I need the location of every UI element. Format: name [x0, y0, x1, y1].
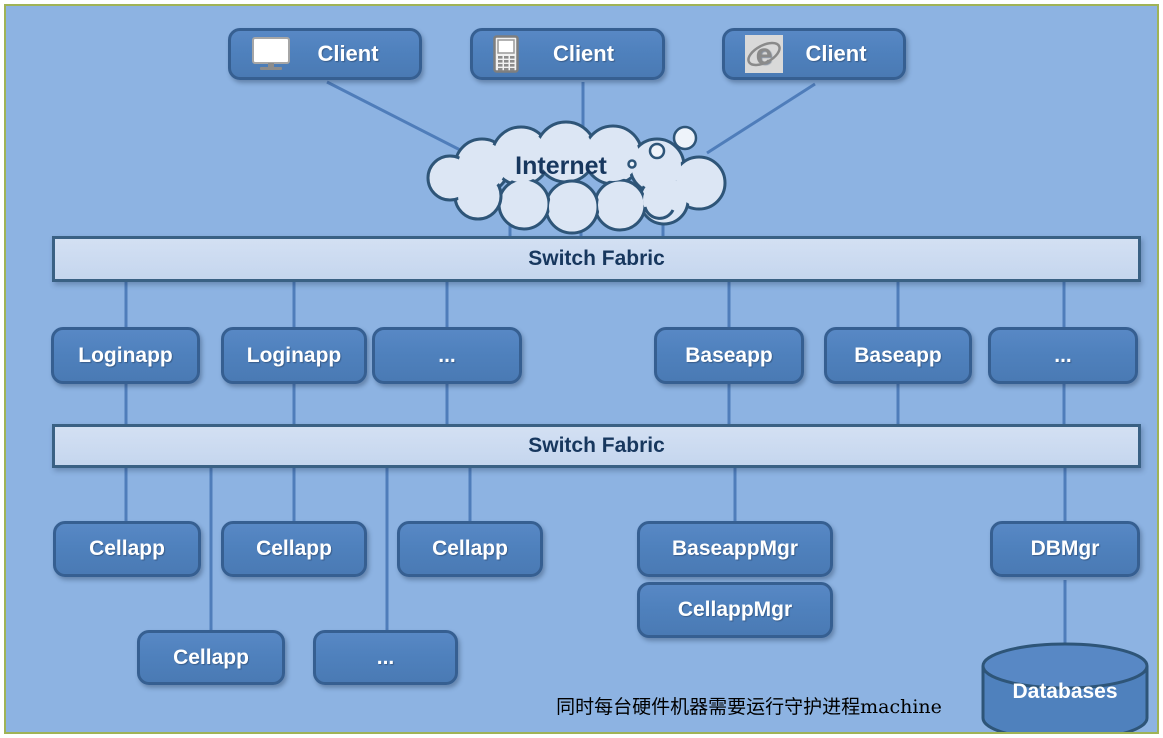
- node-label: DBMgr: [1030, 537, 1100, 560]
- node-cellappmgr: CellappMgr: [637, 582, 833, 638]
- node-cellapp-3: Cellapp: [397, 521, 543, 577]
- node-label: Baseapp: [685, 343, 773, 367]
- connector-line: [706, 82, 816, 155]
- desktop-monitor-icon: [251, 36, 291, 72]
- switch-fabric-top: Switch Fabric: [52, 236, 1141, 282]
- node-label: Cellapp: [432, 537, 508, 560]
- node-dbmgr: DBMgr: [990, 521, 1140, 577]
- node-label: Cellapp: [173, 645, 249, 669]
- node-baseappmgr: BaseappMgr: [637, 521, 833, 577]
- ie-browser-icon: e: [745, 35, 783, 73]
- node-loginapp-more: ...: [372, 327, 522, 384]
- databases-cylinder: Databases: [981, 642, 1149, 732]
- node-loginapp-1: Loginapp: [51, 327, 200, 384]
- internet-label: Internet: [515, 152, 607, 180]
- node-client-browser: e Client: [722, 28, 906, 80]
- node-label: BaseappMgr: [671, 537, 799, 560]
- client-label: Client: [805, 41, 867, 66]
- cloud-curl-detail: [643, 206, 675, 220]
- node-cellapp-1: Cellapp: [53, 521, 201, 577]
- switch-fabric-label: Switch Fabric: [528, 434, 665, 457]
- client-label: Client: [552, 41, 615, 66]
- node-cellapp-more: ...: [313, 630, 458, 685]
- client-label: Client: [317, 41, 379, 66]
- node-label: Cellapp: [256, 537, 332, 560]
- node-label: Loginapp: [246, 343, 342, 367]
- node-baseapp-more: ...: [988, 327, 1138, 384]
- node-label: ...: [376, 645, 395, 669]
- node-label: ...: [1054, 343, 1072, 367]
- node-baseapp-1: Baseapp: [654, 327, 804, 384]
- databases-label: Databases: [1012, 680, 1117, 703]
- node-client-mobile: Client: [470, 28, 665, 80]
- diagram-canvas: Databases Client: [6, 6, 1157, 732]
- node-client-desktop: Client: [228, 28, 422, 80]
- node-label: Cellapp: [89, 537, 165, 560]
- node-label: ...: [438, 343, 456, 367]
- node-label: CellappMgr: [677, 598, 793, 621]
- node-baseapp-2: Baseapp: [824, 327, 972, 384]
- connector-line: [326, 80, 471, 157]
- diagram-frame-border: [4, 4, 1159, 734]
- node-label: Loginapp: [78, 343, 173, 367]
- node-cellapp-4: Cellapp: [137, 630, 285, 685]
- node-loginapp-2: Loginapp: [221, 327, 367, 384]
- machine-daemon-note: 同时每台硬件机器需要运行守护进程machine: [556, 696, 942, 718]
- switch-fabric-label: Switch Fabric: [528, 247, 665, 270]
- switch-fabric-bottom: Switch Fabric: [52, 424, 1141, 468]
- mobile-phone-icon: [493, 35, 519, 73]
- node-cellapp-2: Cellapp: [221, 521, 367, 577]
- node-label: Baseapp: [854, 343, 942, 367]
